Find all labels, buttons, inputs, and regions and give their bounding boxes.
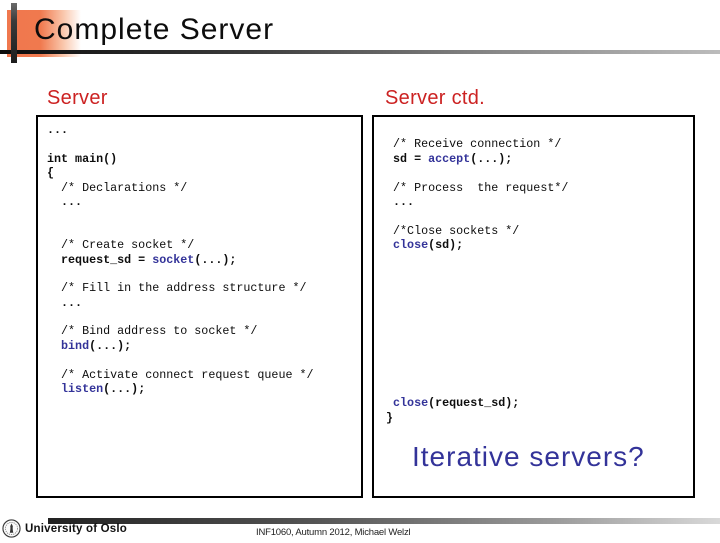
code-segment: (request_sd); (428, 396, 520, 411)
code-segment (379, 238, 393, 252)
code-line (379, 382, 693, 396)
iterative-servers-caption: Iterative servers? (412, 441, 645, 472)
code-line (379, 368, 693, 382)
server-ctd-code-box: /* Receive connection */ sd = accept(...… (372, 115, 695, 498)
code-segment: (...); (470, 151, 513, 166)
uio-seal-icon (2, 519, 21, 538)
code-segment: (sd); (428, 238, 464, 253)
code-line (379, 353, 693, 367)
code-line: /* Declarations */ (47, 181, 361, 195)
code-line: int main() (47, 152, 361, 166)
code-line: /*Close sockets */ (379, 224, 693, 238)
code-line: close(sd); (379, 238, 693, 252)
code-segment: { (47, 166, 55, 181)
code-line (379, 339, 693, 353)
code-line (47, 224, 361, 238)
code-segment: accept (428, 151, 471, 166)
code-line (47, 310, 361, 324)
code-segment: ... (47, 295, 83, 310)
code-line: /* Fill in the address structure */ (47, 281, 361, 295)
code-segment: int main() (47, 151, 118, 166)
code-segment: request_sd = (47, 252, 153, 267)
code-line: ... (379, 195, 693, 209)
footer-divider-bar (48, 518, 720, 524)
footer-course-info: INF1060, Autumn 2012, Michael Welzl (256, 527, 411, 538)
code-line: ... (47, 123, 361, 137)
code-segment: (...); (194, 252, 237, 267)
code-line (379, 209, 693, 223)
code-segment: /* Fill in the address structure */ (47, 281, 307, 296)
code-segment: (...); (89, 338, 132, 353)
slide-title: Complete Server (34, 13, 275, 46)
code-line: /* Receive connection */ (379, 137, 693, 151)
code-line: } (379, 411, 693, 425)
code-segment: close (393, 238, 429, 253)
code-segment: /* Receive connection */ (379, 137, 562, 152)
code-line (379, 166, 693, 180)
code-segment: ... (47, 194, 83, 209)
code-line (47, 137, 361, 151)
title-accent-bar (11, 3, 17, 63)
code-line: { (47, 166, 361, 180)
code-line (379, 310, 693, 324)
code-line (47, 267, 361, 281)
code-line: ... (47, 195, 361, 209)
right-panel-heading: Server ctd. (385, 87, 485, 109)
code-segment (47, 382, 61, 396)
code-line (379, 281, 693, 295)
code-segment: socket (152, 252, 195, 267)
code-segment: bind (61, 338, 90, 353)
server-code-box: ... int main(){ /* Declarations */ ... /… (36, 115, 363, 498)
code-segment (379, 396, 393, 410)
code-line: /* Activate connect request queue */ (47, 368, 361, 382)
code-line: /* Process the request*/ (379, 181, 693, 195)
code-line (379, 253, 693, 267)
code-line (379, 123, 693, 137)
code-line (379, 324, 693, 338)
code-line (47, 353, 361, 367)
title-underline-rule (0, 50, 720, 54)
code-line: /* Create socket */ (47, 238, 361, 252)
code-line: listen(...); (47, 382, 361, 396)
code-line: request_sd = socket(...); (47, 253, 361, 267)
code-line: /* Bind address to socket */ (47, 324, 361, 338)
code-segment: /* Declarations */ (47, 180, 188, 195)
code-segment: listen (61, 382, 104, 397)
left-panel-heading: Server (47, 87, 108, 109)
code-line: close(request_sd); (379, 396, 693, 410)
code-line (379, 267, 693, 281)
code-segment (47, 339, 61, 353)
title-accent-orange (7, 10, 81, 57)
code-segment: /*Close sockets */ (379, 223, 520, 238)
code-line: bind(...); (47, 339, 361, 353)
code-segment: /* Process the request*/ (379, 180, 569, 195)
code-segment: /* Activate connect request queue */ (47, 367, 314, 382)
code-segment: ... (379, 194, 415, 209)
code-line: sd = accept(...); (379, 152, 693, 166)
code-segment: } (379, 410, 394, 425)
code-segment: (...); (103, 382, 146, 397)
code-line (379, 296, 693, 310)
code-segment: ... (47, 123, 69, 137)
code-line: ... (47, 296, 361, 310)
code-segment: sd = (379, 151, 429, 166)
code-segment: /* Bind address to socket */ (47, 324, 258, 339)
code-segment: /* Create socket */ (47, 238, 195, 253)
footer-university-name: University of Oslo (25, 523, 128, 535)
code-segment: close (393, 396, 429, 411)
code-line (47, 209, 361, 223)
